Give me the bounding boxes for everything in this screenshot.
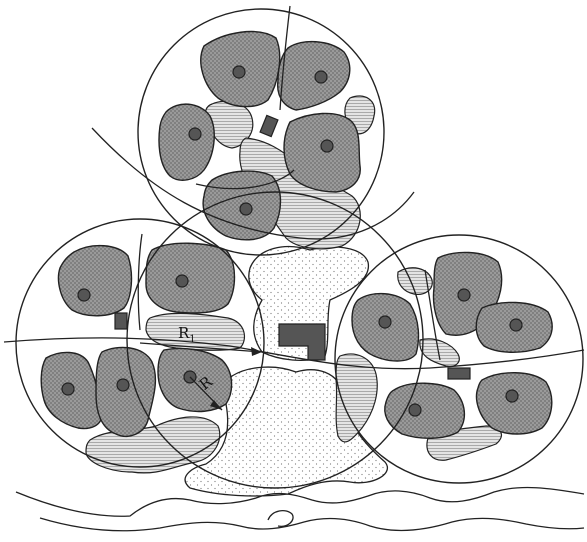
grain-center <box>240 203 252 215</box>
substrate-loop <box>268 511 293 527</box>
grain-left-4 <box>96 347 155 436</box>
block-left <box>115 313 127 329</box>
grain-left-2 <box>146 243 235 313</box>
grain-right-4 <box>385 383 465 438</box>
grain-center <box>117 379 129 391</box>
substrate <box>16 488 584 531</box>
grain-center <box>189 128 201 140</box>
grain-top-4 <box>284 113 360 192</box>
grain-center <box>78 289 90 301</box>
grain-top-3 <box>159 104 214 180</box>
grain-center <box>321 140 333 152</box>
grain-center <box>379 316 391 328</box>
substrate-line-2 <box>40 518 584 531</box>
grain-top-2 <box>278 42 350 110</box>
curve-left-vertical <box>138 234 142 330</box>
grain-center <box>233 66 245 78</box>
grain-center <box>409 404 421 416</box>
block-right <box>448 368 470 379</box>
grain-center <box>62 383 74 395</box>
grain-right-5 <box>477 373 552 434</box>
grain-left-1 <box>59 246 132 316</box>
matrix-right-3 <box>420 339 459 366</box>
grain-center <box>458 289 470 301</box>
grain-center <box>176 275 188 287</box>
grain-center <box>510 319 522 331</box>
grain-center <box>506 390 518 402</box>
grain-center <box>315 71 327 83</box>
block-top <box>260 115 278 136</box>
substrate-line-1 <box>16 488 584 517</box>
